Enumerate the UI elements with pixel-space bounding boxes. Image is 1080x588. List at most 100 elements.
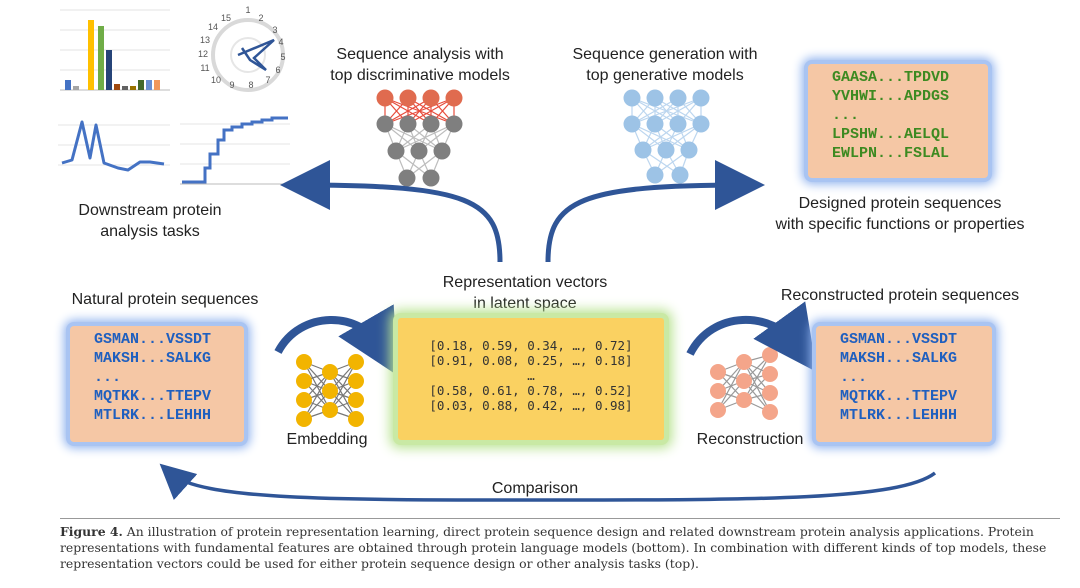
vector-row-2: [0.91, 0.08, 0.25, …, 0.18]: [429, 353, 633, 368]
natural-seq-3: ...: [94, 369, 122, 386]
clock-number: 11: [200, 63, 209, 73]
clock-number: 10: [211, 75, 221, 85]
network-node: [398, 169, 416, 187]
network-node: [680, 141, 698, 159]
network-node: [348, 392, 364, 408]
network-node: [445, 115, 463, 133]
network-node: [296, 411, 312, 427]
network-node: [634, 141, 652, 159]
network-node: [623, 89, 641, 107]
clock-number: 15: [221, 13, 231, 23]
network-edge: [642, 123, 702, 151]
network-node: [296, 392, 312, 408]
network-node: [736, 392, 752, 408]
reconstructed-label: Reconstructed protein sequences: [780, 287, 1020, 304]
network-node: [646, 89, 664, 107]
comparison-label: Comparison: [491, 480, 579, 497]
designed-seq-5: EWLPN...FSLAL: [832, 145, 950, 162]
clock-number: 2: [258, 13, 263, 23]
natural-seq-5: MTLRK...LEHHH: [94, 407, 212, 424]
network-node: [671, 166, 689, 184]
reconstructed-seq-5: MTLRK...LEHHH: [840, 407, 958, 424]
vector-row-5: [0.03, 0.88, 0.42, …, 0.98]: [429, 398, 633, 413]
clock-number: 7: [265, 75, 270, 85]
network-node: [348, 411, 364, 427]
clock-number: 9: [229, 80, 234, 90]
network-edge: [384, 97, 432, 125]
network-node: [710, 402, 726, 418]
network-node: [657, 141, 675, 159]
natural-seq-2: MAKSH...SALKG: [94, 350, 212, 367]
natural-seq-4: MQTKK...TTEPV: [94, 388, 212, 405]
clock-number: 3: [272, 25, 277, 35]
network-node: [322, 402, 338, 418]
vector-row-3: …: [527, 368, 535, 383]
reconstructed-seq-1: GSMAN...VSSDT: [840, 331, 958, 348]
embedding-arrow: [274, 304, 399, 376]
natural-label: Natural protein sequences: [71, 291, 259, 308]
network-node: [422, 115, 440, 133]
network-node: [348, 373, 364, 389]
network-node: [422, 89, 440, 107]
network-node: [433, 142, 451, 160]
designed-seq-4: LPSHW...AELQL: [832, 126, 950, 143]
network-node: [762, 366, 778, 382]
bar-chart-icon: [60, 9, 170, 91]
comparison-arrow: [159, 463, 937, 502]
network-node: [296, 373, 312, 389]
reconstructed-sequences-box: GSMAN...VSSDT MAKSH...SALKG ... MQTKK...…: [816, 326, 992, 442]
clock-number: 13: [200, 35, 210, 45]
network-node: [762, 385, 778, 401]
network-node: [296, 354, 312, 370]
clock-number: 8: [248, 80, 253, 90]
network-node: [710, 364, 726, 380]
network-node: [387, 142, 405, 160]
clock-number: 12: [198, 49, 208, 59]
generative-network-icon: [623, 89, 710, 184]
network-edge: [717, 361, 745, 411]
designed-seq-1: GAASA...TPDVD: [832, 69, 950, 86]
network-node: [646, 115, 664, 133]
clock-number: 6: [275, 65, 280, 75]
network-edge: [407, 97, 455, 125]
designed-seq-3: ...: [832, 107, 860, 124]
network-node: [710, 383, 726, 399]
reconstructed-seq-2: MAKSH...SALKG: [840, 350, 958, 367]
figure-caption: Figure 4. An illustration of protein rep…: [60, 524, 1060, 572]
reconstruction-arrow: [686, 301, 817, 372]
designed-sequences-box: GAASA...TPDVD YVHWI...APDGS ... LPSHW...…: [808, 64, 988, 178]
step-chart-icon: [180, 116, 290, 185]
network-node: [736, 373, 752, 389]
network-node: [692, 89, 710, 107]
network-node: [376, 89, 394, 107]
arrow-to-generation: [545, 160, 765, 263]
network-node: [445, 89, 463, 107]
vector-row-4: [0.58, 0.61, 0.78, …, 0.52]: [429, 383, 633, 398]
network-node: [322, 364, 338, 380]
reconstruction-network-icon: [710, 347, 778, 420]
network-node: [736, 354, 752, 370]
network-node: [762, 347, 778, 363]
network-node: [692, 115, 710, 133]
reconstructed-seq-4: MQTKK...TTEPV: [840, 388, 958, 405]
vector-row-1: [0.18, 0.59, 0.34, …, 0.72]: [429, 338, 633, 353]
natural-sequences-box: GSMAN...VSSDT MAKSH...SALKG ... MQTKK...…: [70, 326, 244, 442]
natural-seq-1: GSMAN...VSSDT: [94, 331, 212, 348]
network-edge: [631, 97, 702, 125]
caption-label: Figure 4.: [60, 524, 123, 539]
clock-number: 5: [280, 52, 285, 62]
clock-number: 4: [278, 37, 283, 47]
network-edge: [303, 371, 331, 420]
embedding-network-icon: [296, 354, 364, 427]
network-node: [399, 89, 417, 107]
network-node: [399, 115, 417, 133]
network-node: [348, 354, 364, 370]
clock-number: 14: [208, 22, 218, 32]
network-edge: [384, 97, 455, 125]
caption-divider: [60, 518, 1060, 519]
